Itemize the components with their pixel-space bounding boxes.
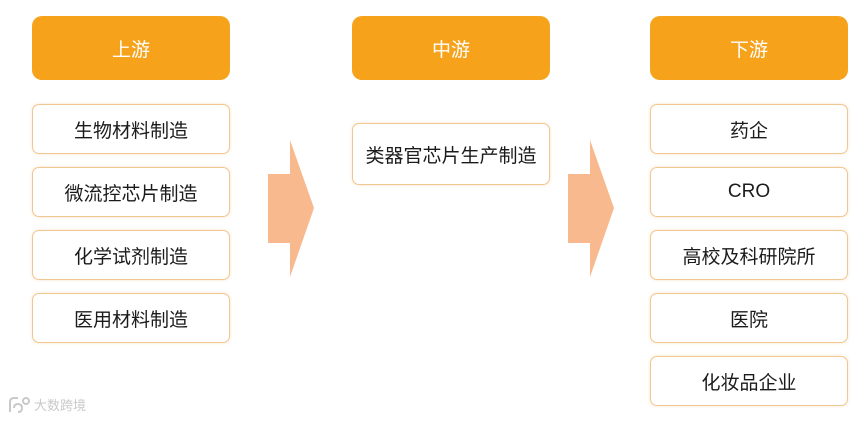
downstream-item-pharma: 药企 — [650, 104, 848, 154]
midstream-item-organoid-chip: 类器官芯片生产制造 — [352, 123, 550, 185]
upstream-item-medical-materials: 医用材料制造 — [32, 293, 230, 343]
upstream-item-microfluidic-chip: 微流控芯片制造 — [32, 167, 230, 217]
header-midstream: 中游 — [352, 16, 550, 80]
downstream-item-cosmetics: 化妆品企业 — [650, 356, 848, 406]
flow-arrow-icon — [268, 140, 314, 277]
downstream-item-hospitals: 医院 — [650, 293, 848, 343]
downstream-item-cro: CRO — [650, 167, 848, 217]
dashuju-logo-icon — [9, 396, 30, 413]
header-upstream: 上游 — [32, 16, 230, 80]
upstream-item-biomaterials: 生物材料制造 — [32, 104, 230, 154]
flow-arrow-icon — [568, 140, 614, 277]
watermark: 大数跨境 — [8, 395, 86, 414]
upstream-item-chemical-reagents: 化学试剂制造 — [32, 230, 230, 280]
header-downstream: 下游 — [650, 16, 848, 80]
downstream-item-universities: 高校及科研院所 — [650, 230, 848, 280]
watermark-text: 大数跨境 — [34, 399, 87, 414]
